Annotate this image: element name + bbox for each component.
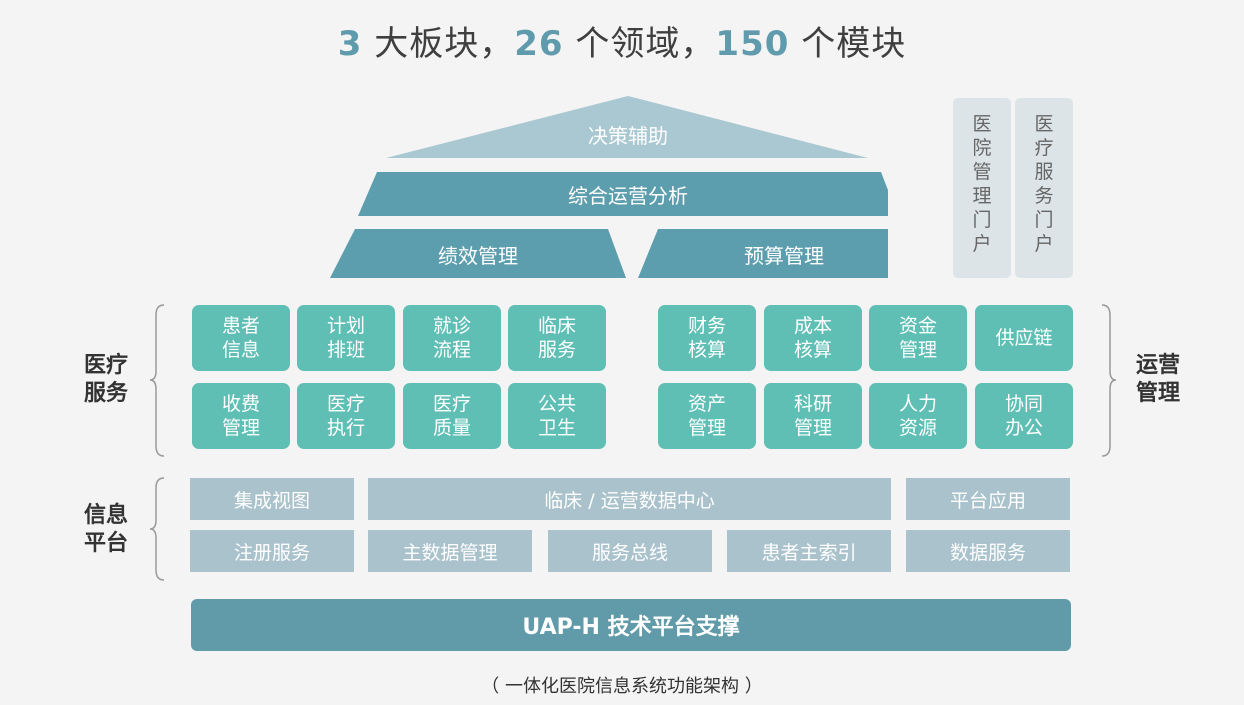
module-collaborative-office-label: 协同 办公 <box>1004 393 1043 439</box>
band-analysis-label: 综合运营分析 <box>568 184 688 208</box>
band-analysis-shape <box>358 172 888 216</box>
platform-master-data: 主数据管理 <box>368 530 532 572</box>
module-medical-execution: 医疗 执行 <box>297 383 395 449</box>
diagram-caption: （ 一体化医院信息系统功能架构 ） <box>481 676 763 697</box>
module-cost-accounting: 成本 核算 <box>764 305 862 371</box>
foundation-uap-h: UAP-H 技术平台支撑 <box>191 599 1071 651</box>
bracket-info-platform <box>149 477 165 581</box>
module-medical-execution-label: 医疗 执行 <box>326 393 365 439</box>
module-supply-chain: 供应链 <box>975 305 1073 371</box>
module-visit-process: 就诊 流程 <box>403 305 501 371</box>
band-budget-label: 预算管理 <box>744 244 824 268</box>
portal-hospital-management: 医院管理门户 <box>953 98 1011 278</box>
module-fund-management: 资金 管理 <box>869 305 967 371</box>
side-label-medical-service: 医疗 服务 <box>83 353 128 406</box>
title-number-domains: 26 <box>514 24 564 64</box>
side-label-info-platform: 信息 平台 <box>83 503 128 556</box>
module-financial-accounting: 财务 核算 <box>658 305 756 371</box>
module-medical-quality: 医疗 质量 <box>403 383 501 449</box>
bracket-medical <box>149 304 165 457</box>
module-supply-chain-label: 供应链 <box>995 327 1053 349</box>
platform-patient-index: 患者主索引 <box>727 530 891 572</box>
roof-decision-shape <box>386 96 868 158</box>
platform-data-service: 数据服务 <box>906 530 1070 572</box>
module-patient-info-label: 患者 信息 <box>221 315 260 361</box>
title-text-domains: 个领域， <box>563 24 716 64</box>
side-label-operations: 运营 管理 <box>1135 353 1180 406</box>
module-collaborative-office: 协同 办公 <box>975 383 1073 449</box>
platform-service-bus: 服务总线 <box>548 530 712 572</box>
module-fund-management-label: 资金 管理 <box>898 315 937 361</box>
module-clinical-service-label: 临床 服务 <box>537 315 576 361</box>
module-research-management-label: 科研 管理 <box>793 393 832 439</box>
title-number-modules: 150 <box>715 24 790 64</box>
module-patient-info: 患者 信息 <box>192 305 290 371</box>
module-scheduling: 计划 排班 <box>297 305 395 371</box>
module-public-health: 公共 卫生 <box>508 383 606 449</box>
portal-medical-service-label: 医疗服务门户 <box>1034 113 1054 255</box>
module-public-health-label: 公共 卫生 <box>537 393 576 439</box>
platform-data-center: 临床 / 运营数据中心 <box>368 478 891 520</box>
module-asset-management-label: 资产 管理 <box>687 393 726 439</box>
page-title: 3 大板块，26 个领域，150 个模块 <box>0 16 1244 65</box>
title-text-blocks: 大板块， <box>362 24 515 64</box>
title-text-modules: 个模块 <box>789 24 907 64</box>
module-billing: 收费 管理 <box>192 383 290 449</box>
module-human-resources-label: 人力 资源 <box>898 393 937 439</box>
band-performance-label: 绩效管理 <box>438 244 518 268</box>
roof-decision-label: 决策辅助 <box>588 124 668 148</box>
module-billing-label: 收费 管理 <box>221 393 260 439</box>
band-budget-shape <box>638 229 888 278</box>
module-cost-accounting-label: 成本 核算 <box>793 315 832 361</box>
platform-integrated-view: 集成视图 <box>190 478 354 520</box>
module-medical-quality-label: 医疗 质量 <box>432 393 471 439</box>
portal-medical-service: 医疗服务门户 <box>1015 98 1073 278</box>
bracket-operations <box>1101 304 1117 457</box>
platform-registration-service: 注册服务 <box>190 530 354 572</box>
module-asset-management: 资产 管理 <box>658 383 756 449</box>
module-human-resources: 人力 资源 <box>869 383 967 449</box>
pyramid-graphic <box>330 96 888 278</box>
band-performance-shape <box>330 229 626 278</box>
platform-applications: 平台应用 <box>906 478 1070 520</box>
title-number-blocks: 3 <box>337 24 363 64</box>
module-financial-accounting-label: 财务 核算 <box>687 315 726 361</box>
module-visit-process-label: 就诊 流程 <box>432 315 471 361</box>
module-scheduling-label: 计划 排班 <box>326 315 365 361</box>
module-clinical-service: 临床 服务 <box>508 305 606 371</box>
module-research-management: 科研 管理 <box>764 383 862 449</box>
portal-hospital-management-label: 医院管理门户 <box>972 113 992 255</box>
